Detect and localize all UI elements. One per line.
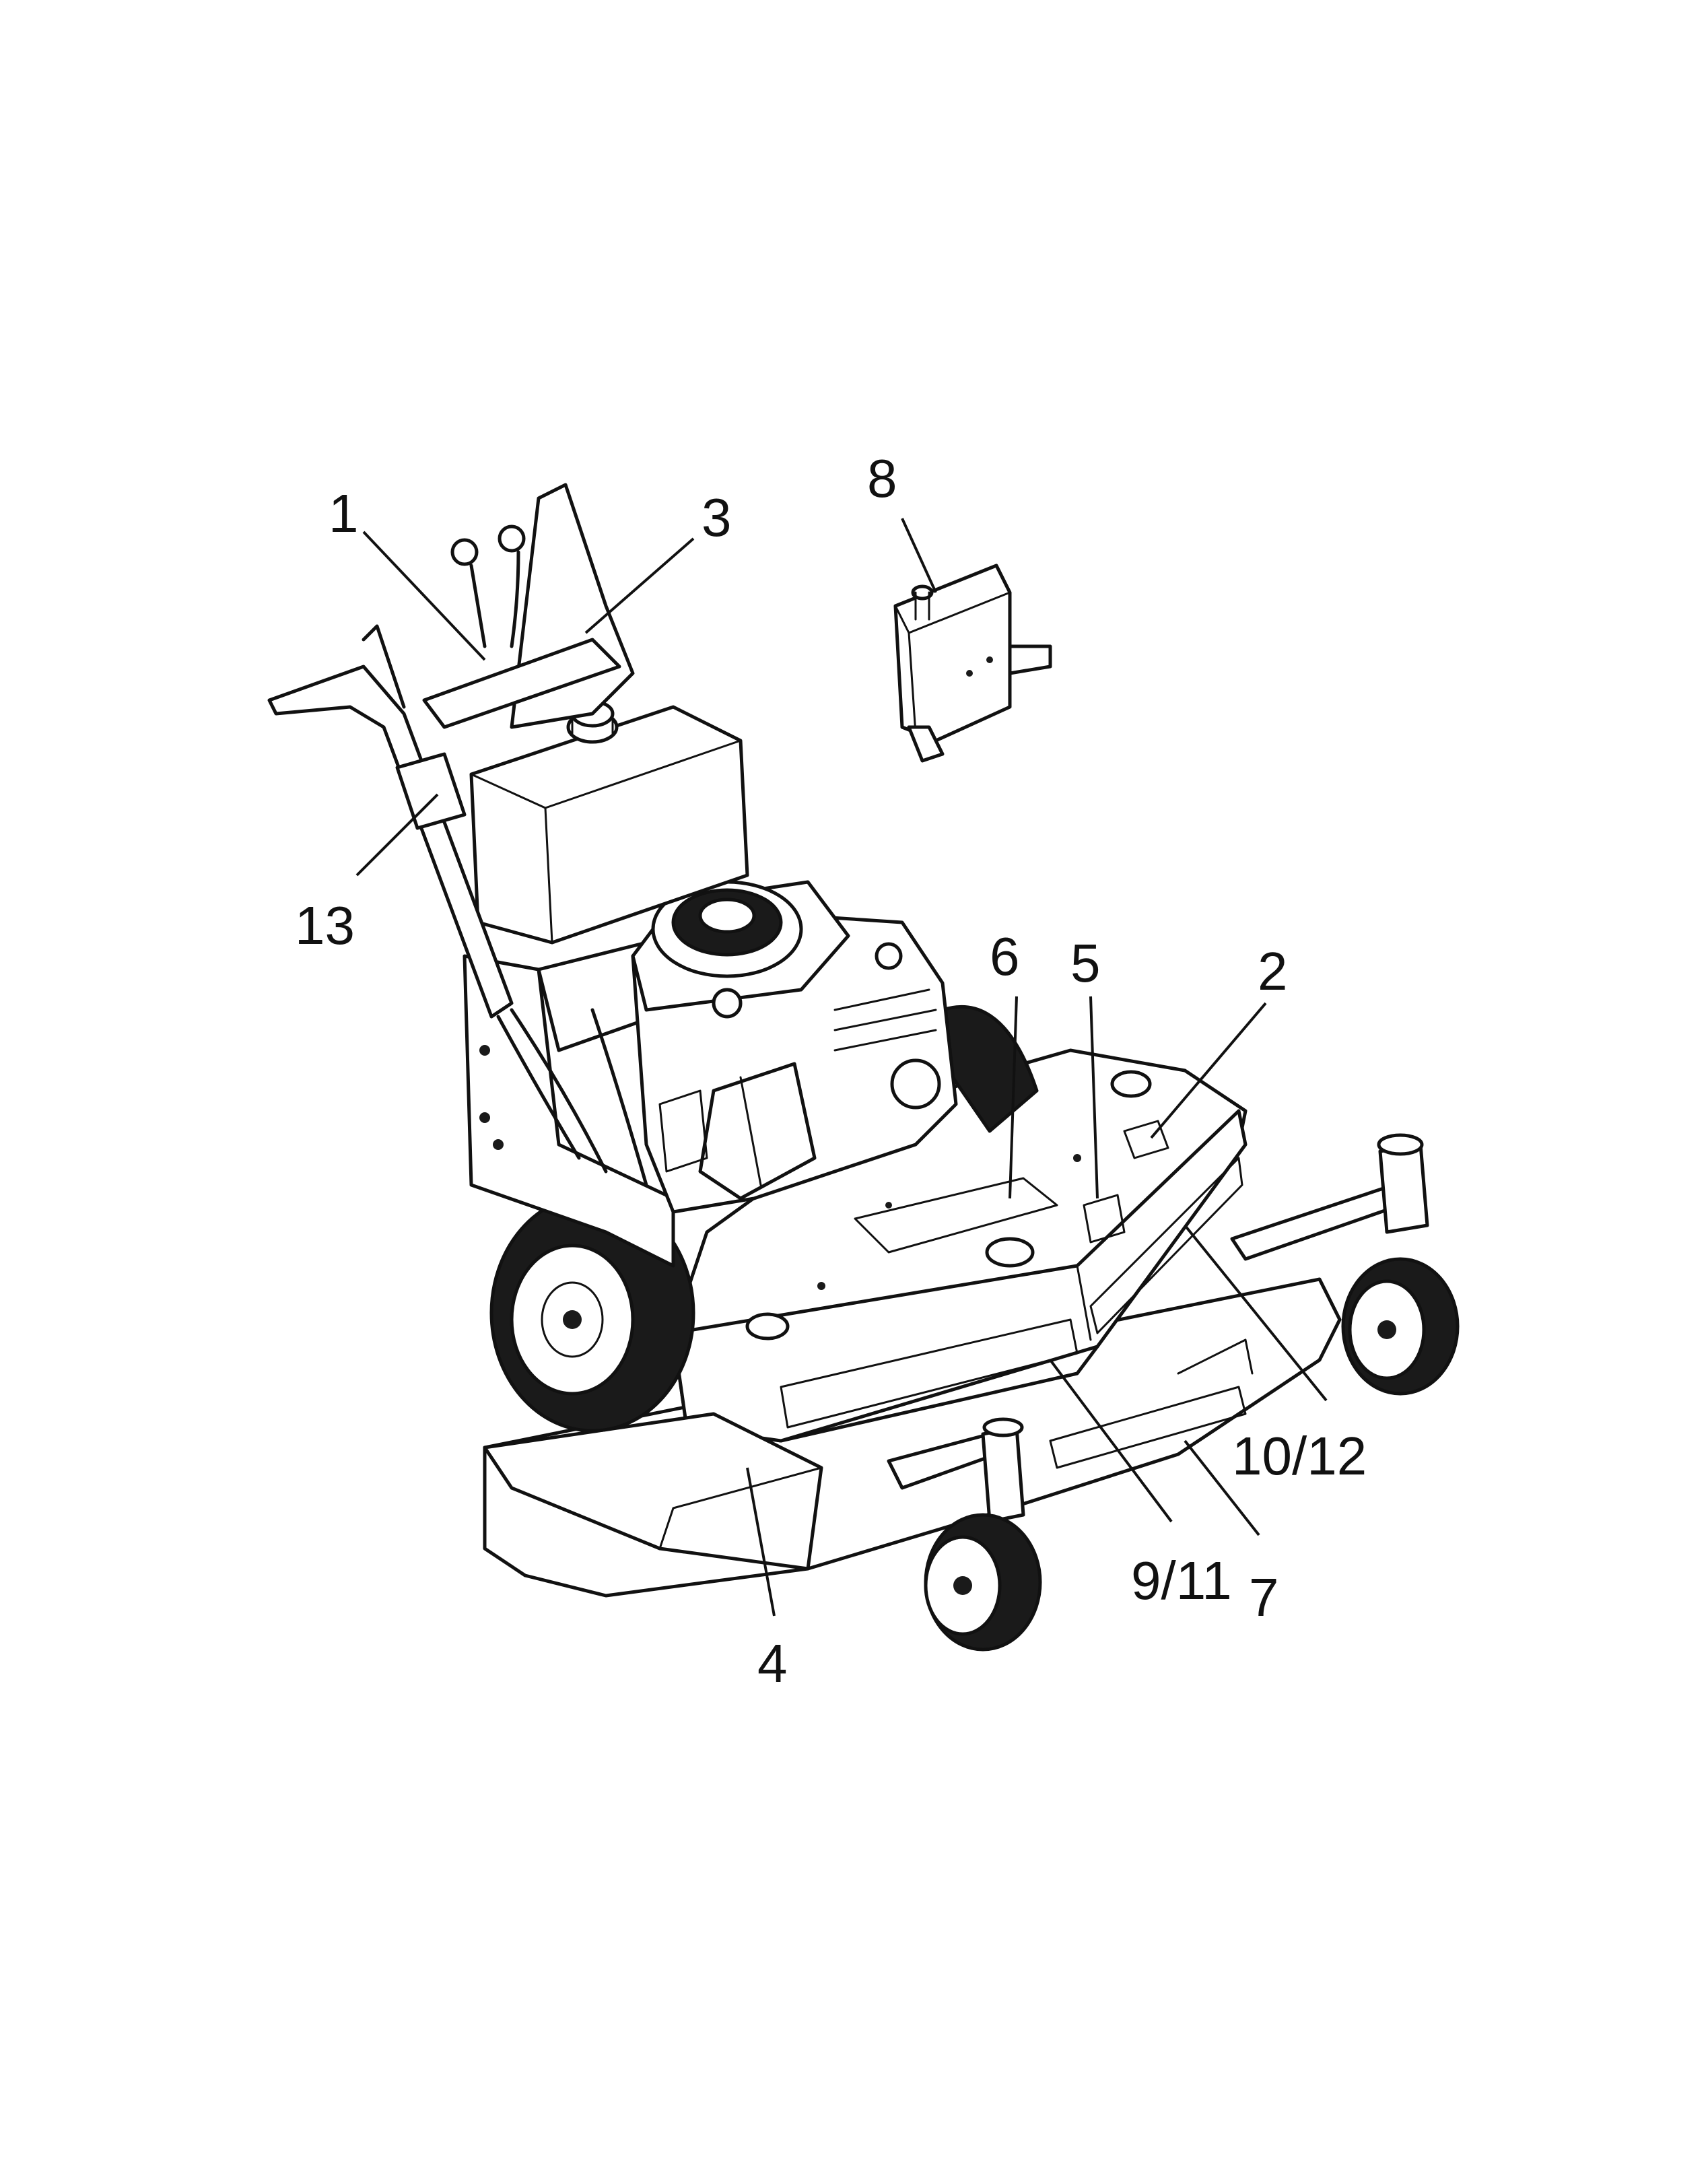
- callout-13: 13: [295, 895, 355, 955]
- callout-3: 3: [702, 487, 732, 547]
- callout-5: 5: [1070, 933, 1101, 993]
- leader-9-11: [1049, 1359, 1173, 1523]
- right-caster-wheel: [1230, 1133, 1460, 1396]
- leader-1: [362, 531, 486, 661]
- leader-10-12: [1184, 1224, 1328, 1402]
- callout-10-12: 10/12: [1232, 1426, 1367, 1486]
- leader-13: [355, 793, 439, 877]
- callout-4: 4: [757, 1633, 788, 1693]
- leader-3: [584, 537, 695, 634]
- mower-deck: [483, 1048, 1342, 1598]
- callout-6: 6: [990, 926, 1020, 986]
- engine: [631, 880, 958, 1214]
- leader-2: [1150, 1002, 1267, 1139]
- switch-box-detail: [893, 564, 1052, 763]
- callout-2: 2: [1258, 941, 1288, 1001]
- leader-7: [1184, 1439, 1260, 1536]
- left-drive-tire: [489, 1193, 695, 1433]
- leader-6: [1009, 996, 1018, 1199]
- leader-4: [746, 1467, 776, 1617]
- handlebars: [267, 483, 648, 1187]
- callout-8: 8: [867, 448, 897, 508]
- callout-1: 1: [329, 483, 359, 543]
- leader-5: [1089, 996, 1099, 1199]
- callout-9-11: 9/11: [1131, 1551, 1232, 1610]
- left-caster-wheel: [887, 1417, 1042, 1652]
- leader-lines: [355, 518, 1328, 1617]
- leader-8: [901, 518, 937, 593]
- callouts: 1 3 8 13 6 5 2 10/12 9/11 7 4: [295, 448, 1367, 1693]
- callout-7: 7: [1249, 1567, 1279, 1627]
